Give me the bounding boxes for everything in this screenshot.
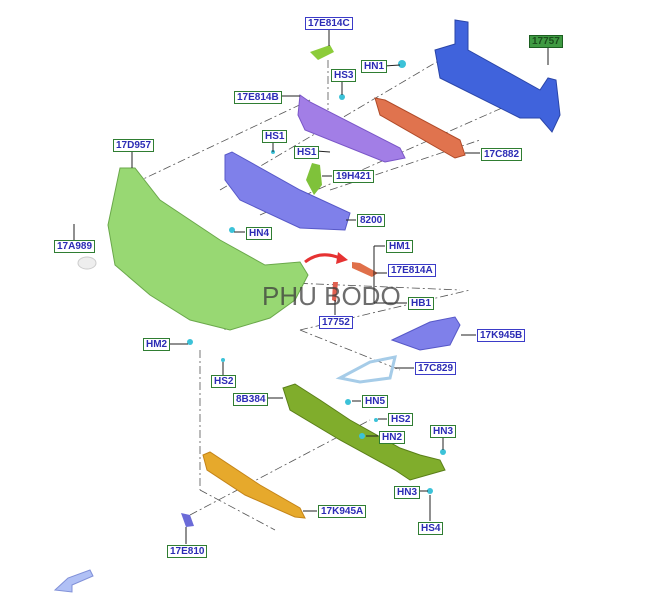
- part-label-8200[interactable]: 8200: [357, 214, 386, 227]
- bracket-19H421: [306, 163, 322, 195]
- part-label-17A989[interactable]: 17A989: [54, 240, 96, 253]
- part-label-HM1[interactable]: HM1: [386, 240, 414, 253]
- part-label-17E814A[interactable]: 17E814A: [388, 264, 436, 277]
- watermark: PHU BODO: [262, 281, 401, 311]
- absorber-17C882: [374, 97, 466, 159]
- bracket-17E814A: [352, 262, 378, 277]
- part-label-HN4[interactable]: HN4: [246, 227, 273, 240]
- part-label-HS3[interactable]: HS3: [331, 69, 357, 82]
- cover-17A989: [77, 256, 97, 270]
- grille-8200: [224, 151, 351, 231]
- clip-17E810: [181, 513, 194, 527]
- part-label-HN5[interactable]: HN5: [362, 395, 389, 408]
- part-label-17D957[interactable]: 17D957: [113, 139, 155, 152]
- part-label-HM2[interactable]: HM2: [143, 338, 171, 351]
- reinforcement-17757: [434, 19, 561, 133]
- part-label-17752[interactable]: 17752: [319, 316, 353, 329]
- part-label-8B384[interactable]: 8B384: [233, 393, 269, 406]
- part-label-HS4[interactable]: HS4: [418, 522, 444, 535]
- part-label-HN2[interactable]: HN2: [379, 431, 406, 444]
- part-label-17E814B[interactable]: 17E814B: [234, 91, 282, 104]
- part-label-17757[interactable]: 17757: [529, 35, 563, 48]
- leader-lines: [73, 28, 549, 544]
- part-label-HN3[interactable]: HN3: [430, 425, 457, 438]
- bracket-17752: [332, 282, 338, 302]
- part-label-HS2[interactable]: HS2: [388, 413, 414, 426]
- part-label-HN1[interactable]: HN1: [361, 60, 388, 73]
- bumper-cover-17D957: [107, 167, 309, 331]
- part-label-HN3[interactable]: HN3: [394, 486, 421, 499]
- part-label-HS2[interactable]: HS2: [211, 375, 237, 388]
- part-label-19H421[interactable]: 19H421: [333, 170, 375, 183]
- red-arrowhead: [336, 252, 348, 264]
- grille-bracket-17E814B: [297, 94, 406, 163]
- part-label-17E814C[interactable]: 17E814C: [305, 17, 353, 30]
- direction-arrow-icon: [53, 569, 94, 593]
- part-label-17K945B[interactable]: 17K945B: [477, 329, 526, 342]
- part-label-17C829[interactable]: 17C829: [415, 362, 457, 375]
- part-label-HS1[interactable]: HS1: [294, 146, 320, 159]
- bracket-17E814C: [310, 45, 334, 60]
- part-label-17K945A[interactable]: 17K945A: [318, 505, 367, 518]
- part-label-HS1[interactable]: HS1: [262, 130, 288, 143]
- lower-shield-17K945A: [202, 451, 306, 519]
- trim-17C829: [335, 355, 398, 384]
- part-label-17C882[interactable]: 17C882: [481, 148, 523, 161]
- part-label-HB1[interactable]: HB1: [408, 297, 435, 310]
- bezel-17K945B: [390, 316, 461, 351]
- undertray-8B384: [282, 383, 446, 481]
- part-label-17E810[interactable]: 17E810: [167, 545, 208, 558]
- red-arrow: [304, 253, 341, 264]
- fasteners: [187, 60, 446, 494]
